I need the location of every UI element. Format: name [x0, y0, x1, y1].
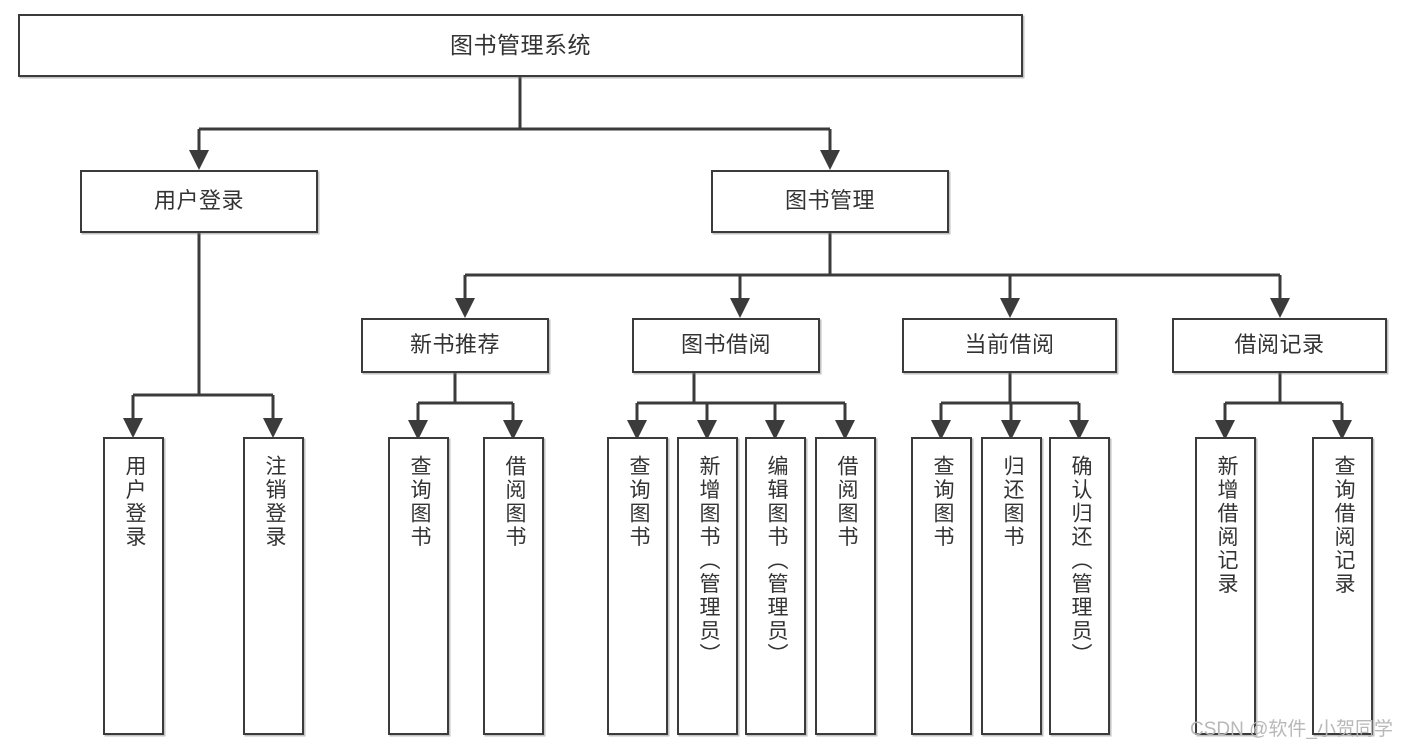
node-label: 注销登录	[262, 455, 286, 549]
node-label: 借阅图书	[502, 455, 526, 549]
leaf-query-book-1[interactable]: 查询图书	[388, 437, 449, 735]
node-book-management[interactable]: 图书管理	[711, 170, 949, 233]
node-label: 编辑图书（管理员）	[764, 455, 788, 667]
leaf-logout-login[interactable]: 注销登录	[243, 437, 304, 735]
node-label: 借阅记录	[1234, 332, 1325, 358]
node-label: 新增图书（管理员）	[696, 455, 720, 667]
node-label: 图书管理	[784, 188, 875, 214]
leaf-confirm-return[interactable]: 确认归还（管理员）	[1049, 437, 1110, 735]
node-label: 图书管理系统	[450, 31, 591, 58]
node-borrow-record[interactable]: 借阅记录	[1172, 318, 1387, 373]
leaf-return-book[interactable]: 归还图书	[981, 437, 1042, 735]
node-label: 图书借阅	[680, 332, 771, 358]
node-book-borrow[interactable]: 图书借阅	[632, 318, 820, 373]
node-label: 确认归还（管理员）	[1068, 455, 1092, 667]
node-label: 新增借阅记录	[1214, 455, 1238, 596]
node-current-borrow[interactable]: 当前借阅	[902, 318, 1117, 373]
leaf-add-book[interactable]: 新增图书（管理员）	[677, 437, 738, 735]
node-label: 查询图书	[930, 455, 954, 549]
leaf-edit-book[interactable]: 编辑图书（管理员）	[745, 437, 806, 735]
node-label: 查询借阅记录	[1331, 455, 1355, 596]
leaf-user-login[interactable]: 用户登录	[103, 437, 164, 735]
leaf-query-book-3[interactable]: 查询图书	[911, 437, 972, 735]
node-label: 归还图书	[1000, 455, 1024, 549]
node-label: 用户登录	[153, 188, 244, 214]
node-new-book-recommend[interactable]: 新书推荐	[361, 318, 549, 373]
node-label: 当前借阅	[964, 332, 1055, 358]
leaf-add-record[interactable]: 新增借阅记录	[1195, 437, 1256, 735]
node-user-login[interactable]: 用户登录	[80, 170, 318, 233]
node-label: 新书推荐	[409, 332, 500, 358]
node-label: 借阅图书	[834, 455, 858, 549]
node-label: 查询图书	[407, 455, 431, 549]
leaf-query-record[interactable]: 查询借阅记录	[1312, 437, 1373, 735]
csdn-watermark: CSDN @软件_小贺同学	[1190, 719, 1393, 740]
leaf-query-book-2[interactable]: 查询图书	[607, 437, 668, 735]
leaf-borrow-book-2[interactable]: 借阅图书	[815, 437, 876, 735]
node-label: 用户登录	[122, 455, 146, 549]
node-root-system[interactable]: 图书管理系统	[18, 14, 1023, 77]
leaf-borrow-book-1[interactable]: 借阅图书	[483, 437, 544, 735]
node-label: 查询图书	[626, 455, 650, 549]
